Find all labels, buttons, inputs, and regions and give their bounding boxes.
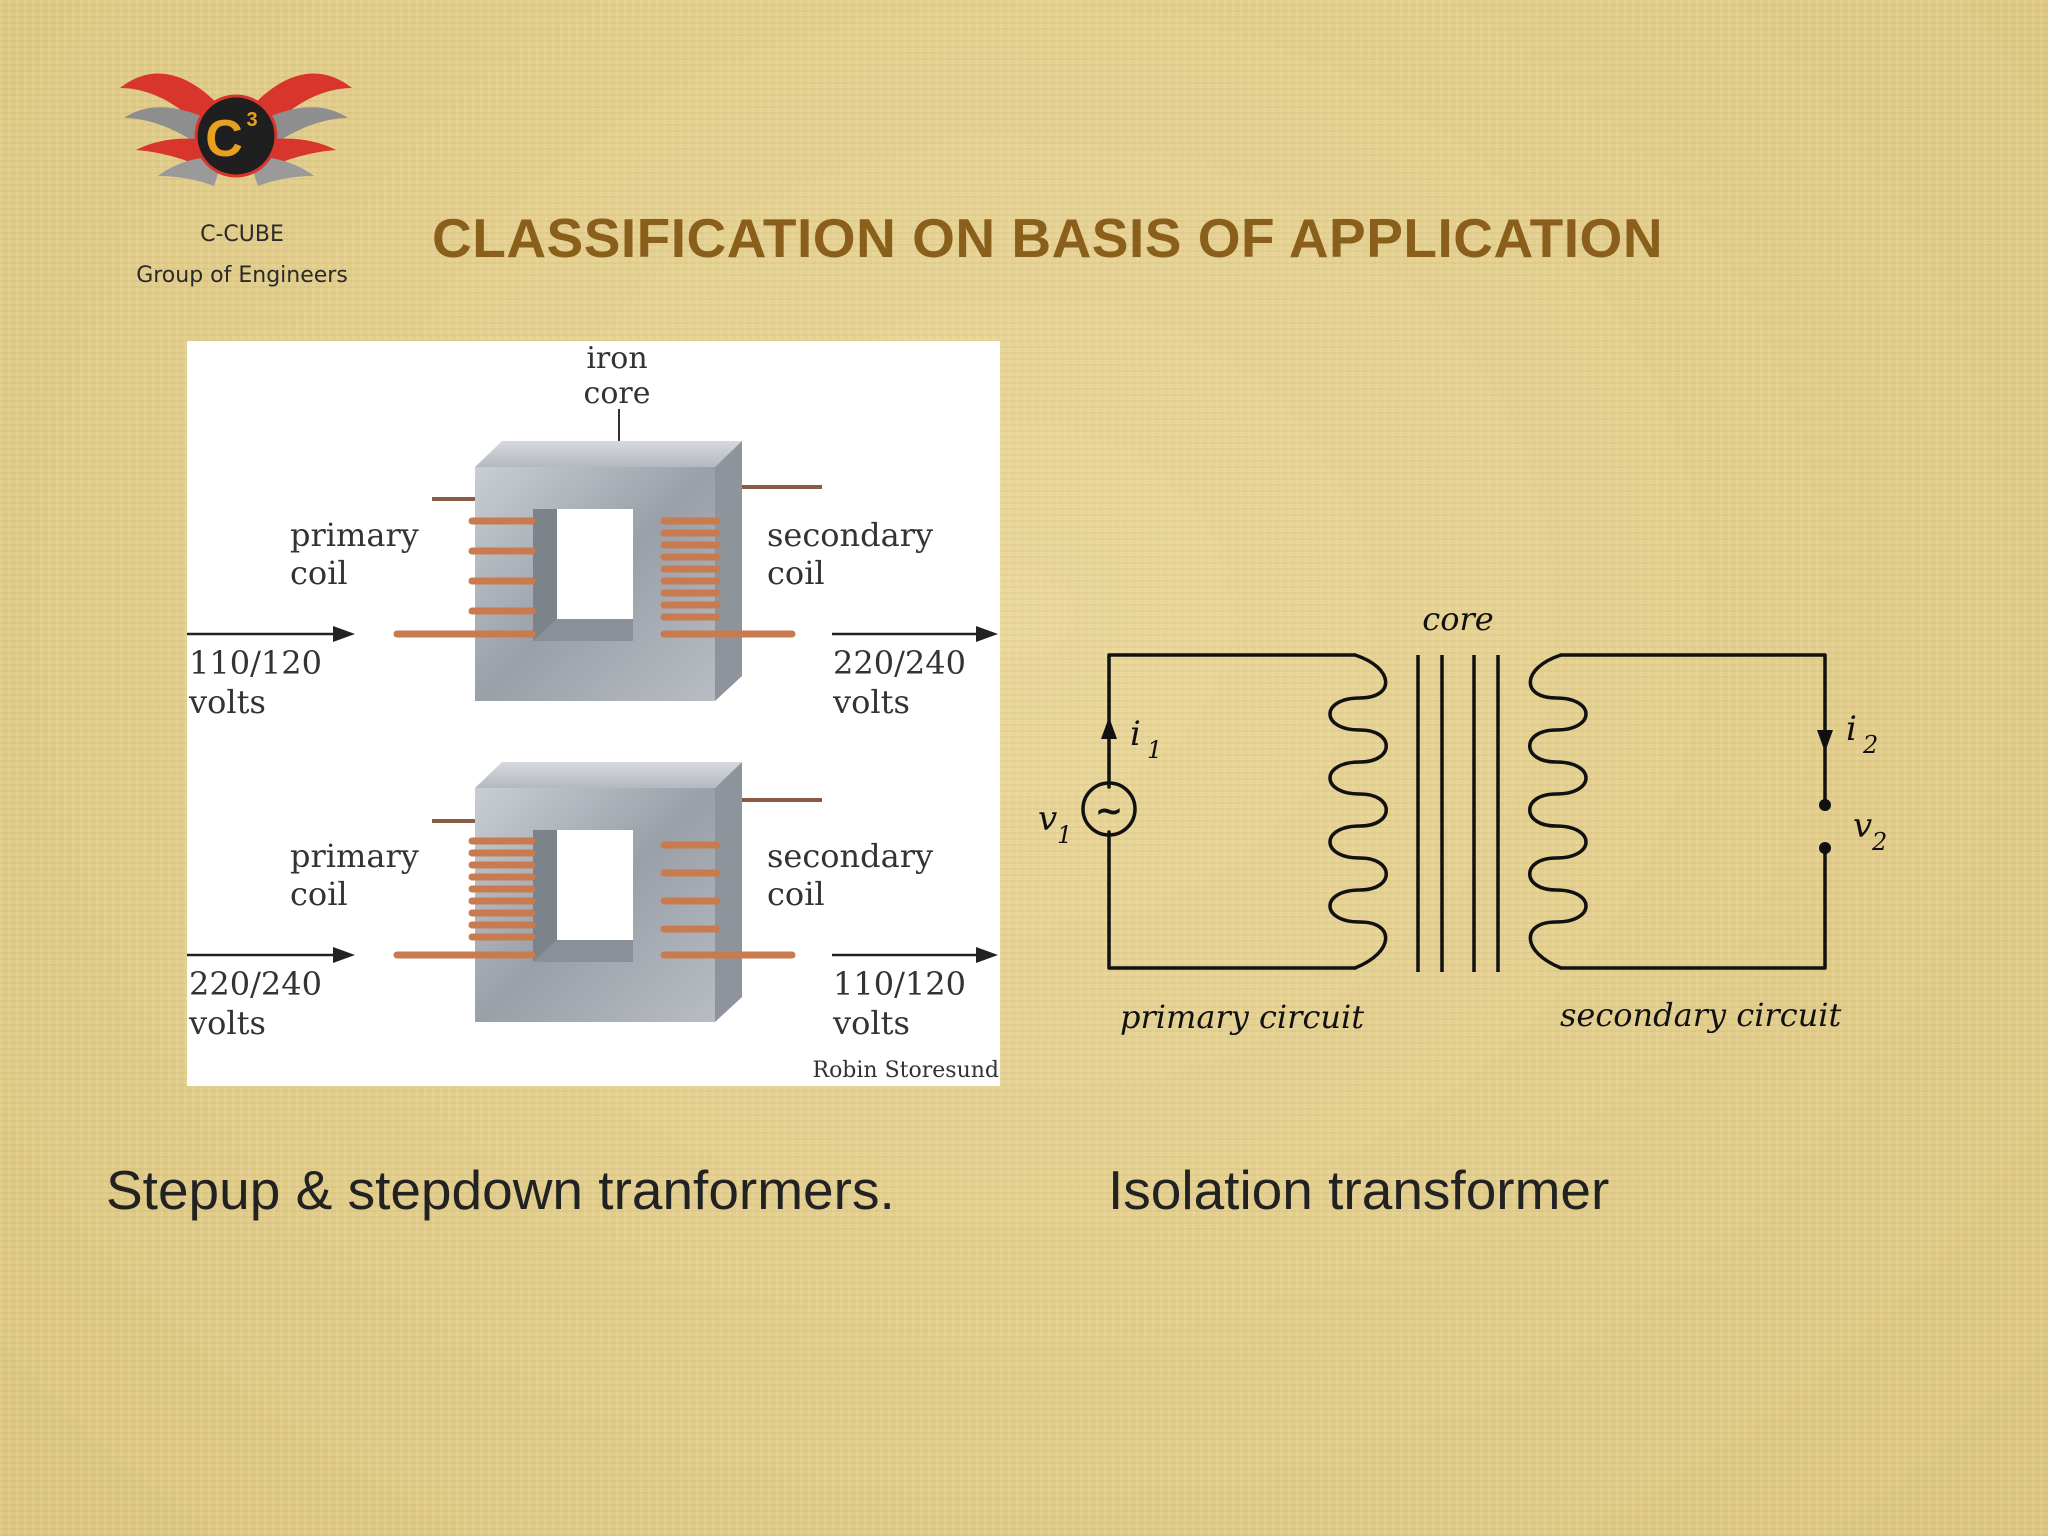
bottom-primary-label-1: primary	[290, 837, 419, 875]
primary-circuit-wire	[1107, 653, 1357, 789]
image-credit: Robin Storesund	[813, 1058, 1000, 1083]
i2-label: i	[1846, 709, 1857, 749]
brand-line-1: C-CUBE	[200, 222, 284, 247]
logo-letter: C	[205, 110, 243, 168]
secondary-coil-icon	[1528, 653, 1588, 970]
step-down-transformer	[393, 762, 822, 1022]
top-input-voltage-1: 110/120	[189, 644, 322, 682]
i1-subscript: 1	[1147, 736, 1162, 764]
bottom-primary-label-2: coil	[290, 875, 348, 913]
top-input-arrow-icon	[333, 626, 355, 642]
caption-stepup-stepdown: Stepup & stepdown tranformers.	[106, 1159, 895, 1221]
current-i2-arrow-icon	[1817, 730, 1833, 752]
top-primary-label-2: coil	[290, 554, 348, 592]
v1-label: v	[1038, 799, 1057, 839]
i1-label: i	[1130, 714, 1141, 754]
top-output-arrow-icon	[976, 626, 998, 642]
bottom-output-voltage-2: volts	[832, 1004, 910, 1042]
top-output-voltage-1: 220/240	[833, 644, 966, 682]
v1-subscript: 1	[1057, 821, 1072, 849]
logo-exponent: 3	[246, 109, 257, 131]
iron-core-label-2: core	[584, 376, 651, 411]
caption-isolation: Isolation transformer	[1108, 1159, 1610, 1221]
step-up-transformer	[393, 441, 822, 701]
top-primary-label-1: primary	[290, 516, 419, 554]
bottom-input-arrow-icon	[333, 947, 355, 963]
isolation-transformer-figure: ~ core i 1 i 2 v 1 v 2 primary circuit s…	[1038, 600, 1887, 1036]
primary-circuit-label: primary circuit	[1120, 998, 1364, 1036]
bottom-secondary-label-1: secondary	[767, 837, 933, 875]
brand-name: C-CUBE Group of Engineers	[120, 214, 364, 296]
ac-source-symbol: ~	[1095, 791, 1124, 831]
bottom-input-voltage-2: volts	[188, 1004, 266, 1042]
top-secondary-label-1: secondary	[767, 516, 933, 554]
iron-core-icon	[1416, 655, 1500, 972]
stepup-stepdown-figure: iron core primary	[187, 341, 1000, 1086]
top-secondary-label-2: coil	[767, 554, 825, 592]
brand-line-2: Group of Engineers	[136, 263, 348, 288]
bottom-secondary-label-2: coil	[767, 875, 825, 913]
terminal-bottom-icon	[1819, 842, 1831, 854]
v2-label: v	[1853, 806, 1872, 846]
v2-subscript: 2	[1871, 828, 1887, 856]
primary-coil-icon	[1328, 653, 1388, 970]
iron-core-label-1: iron	[586, 341, 647, 376]
bottom-output-voltage-1: 110/120	[833, 965, 966, 1003]
c-cube-logo: C 3	[120, 73, 352, 186]
page-title: CLASSIFICATION ON BASIS OF APPLICATION	[432, 207, 1664, 269]
core-label: core	[1422, 600, 1493, 638]
bottom-output-arrow-icon	[976, 947, 998, 963]
secondary-circuit-label: secondary circuit	[1560, 996, 1841, 1034]
bottom-input-voltage-1: 220/240	[189, 965, 322, 1003]
ac-source-icon	[1081, 781, 1137, 837]
top-output-voltage-2: volts	[832, 683, 910, 721]
current-i1-arrow-icon	[1101, 717, 1117, 739]
top-input-voltage-2: volts	[188, 683, 266, 721]
i2-subscript: 2	[1862, 731, 1878, 759]
terminal-top-icon	[1819, 799, 1831, 811]
secondary-circuit-wire	[1559, 653, 1827, 807]
